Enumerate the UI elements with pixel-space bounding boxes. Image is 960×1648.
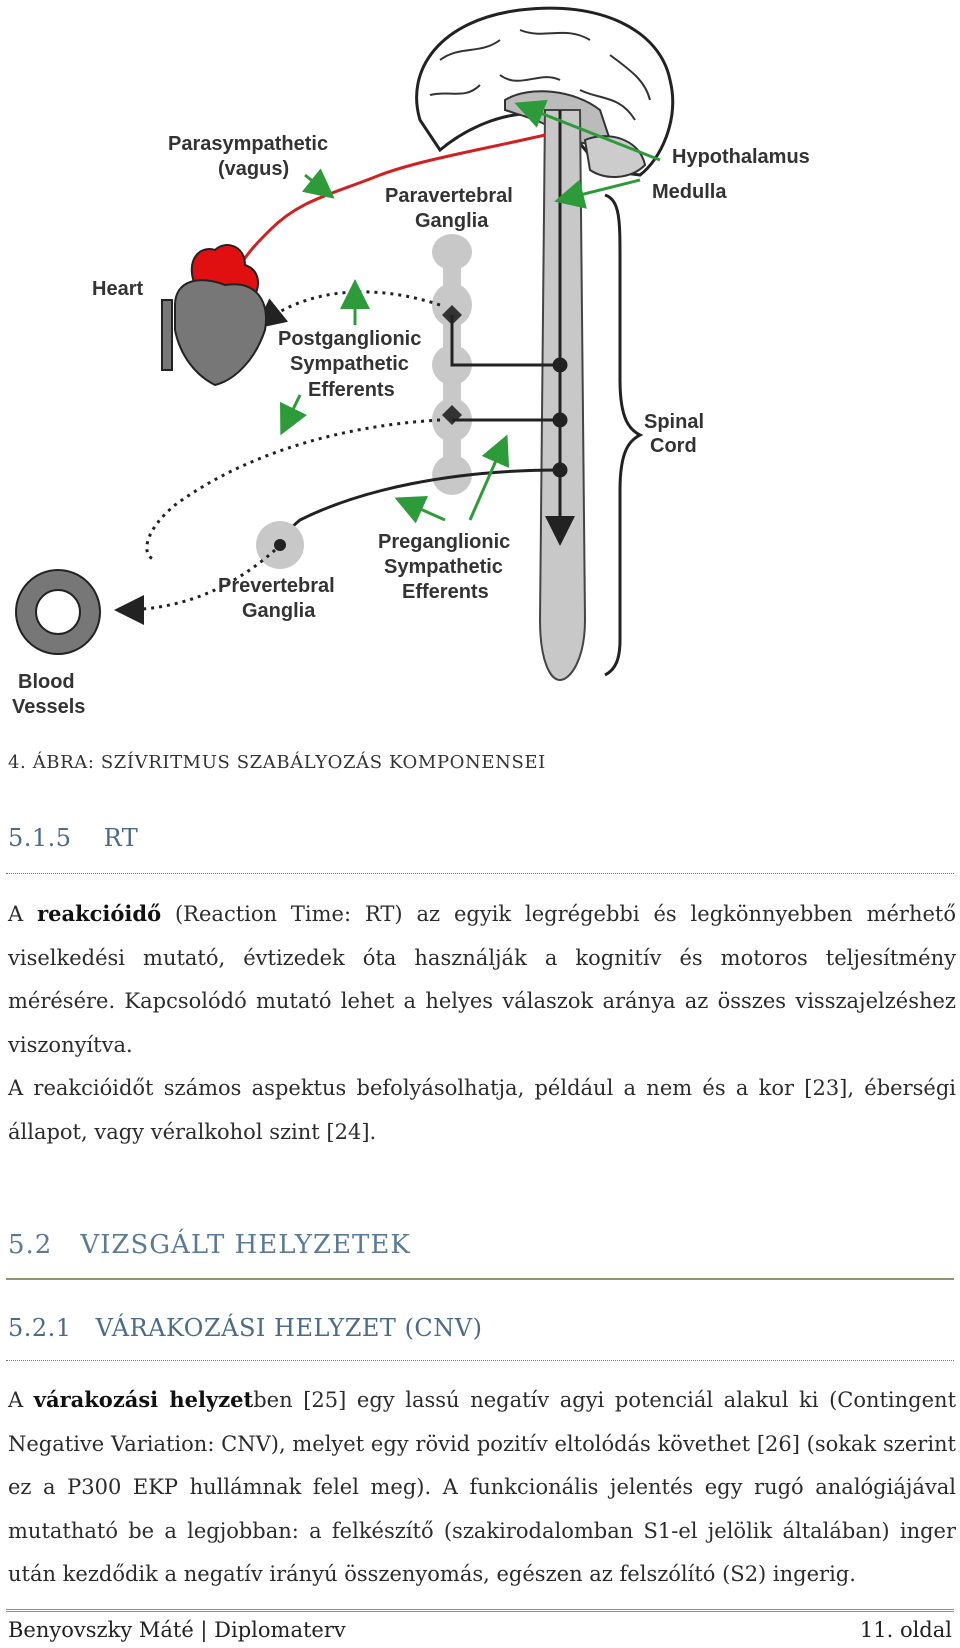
- term-varakozasi-helyzet: várakozási helyzet: [33, 1387, 254, 1412]
- label-efferents-2: Efferents: [402, 581, 489, 603]
- label-postganglionic: Postganglionic: [278, 328, 421, 350]
- label-blood: Blood: [18, 671, 75, 693]
- paragraph-cnv: A várakozási helyzetben [25] egy lassú n…: [8, 1387, 957, 1586]
- label-cord: Cord: [650, 435, 697, 457]
- section-heading-rt: 5.1.5 RT: [8, 824, 138, 852]
- spinal-cord: [538, 109, 644, 682]
- page-footer: Benyovszky Máté | Diplomaterv 11. oldal: [8, 1618, 952, 1642]
- label-prevertebral: Prevertebral: [218, 575, 335, 597]
- figure-labels: Parasympathetic (vagus) Paravertebral Ga…: [12, 133, 810, 718]
- label-paravertebral: Paravertebral: [385, 185, 513, 207]
- label-sympathetic-2: Sympathetic: [384, 556, 503, 578]
- heading-rule-solid: [6, 1278, 954, 1280]
- postganglionic-fibres: [114, 290, 441, 625]
- blood-vessel-ring: [15, 569, 101, 655]
- label-arrows: [279, 99, 661, 524]
- label-ganglia-2: Ganglia: [242, 600, 316, 622]
- label-heart: Heart: [92, 278, 143, 300]
- label-efferents-1: Efferents: [308, 379, 395, 401]
- vagus-nerve: [238, 133, 546, 266]
- label-vagus: (vagus): [218, 158, 289, 180]
- label-hypothalamus: Hypothalamus: [672, 146, 810, 168]
- label-ganglia-1: Ganglia: [415, 210, 489, 232]
- autonomic-nervous-system-figure: Parasympathetic (vagus) Paravertebral Ga…: [12, 6, 810, 718]
- heading-rule: [6, 873, 954, 874]
- footer-rule: [6, 1609, 954, 1615]
- paragraph-rt-2: A reakcióidőt számos aspektus befolyásol…: [8, 1076, 956, 1144]
- footer-author: Benyovszky Máté | Diplomaterv: [8, 1618, 346, 1642]
- label-medulla: Medulla: [652, 181, 727, 203]
- label-sympathetic-1: Sympathetic: [290, 353, 409, 375]
- label-parasympathetic: Parasympathetic: [168, 133, 328, 155]
- label-spinal: Spinal: [644, 411, 704, 433]
- paragraph-rt-1: A reakcióidő (Reaction Time: RT) az egyi…: [8, 901, 956, 1057]
- heart-illustration: [161, 244, 267, 387]
- heading-rule-2: [6, 1360, 954, 1361]
- label-preganglionic: Preganglionic: [378, 531, 510, 553]
- term-reakcioido: reakcióidő: [37, 901, 162, 926]
- label-vessels: Vessels: [12, 696, 85, 718]
- section-title: RT: [103, 824, 139, 852]
- footer-page-number: 11. oldal: [859, 1618, 952, 1642]
- paravertebral-ganglia-chain: [432, 234, 472, 495]
- figure-caption: 4. ÁBRA: SZÍVRITMUS SZABÁLYOZÁS KOMPONEN…: [8, 752, 546, 773]
- section-number: 5.1.5: [8, 824, 72, 852]
